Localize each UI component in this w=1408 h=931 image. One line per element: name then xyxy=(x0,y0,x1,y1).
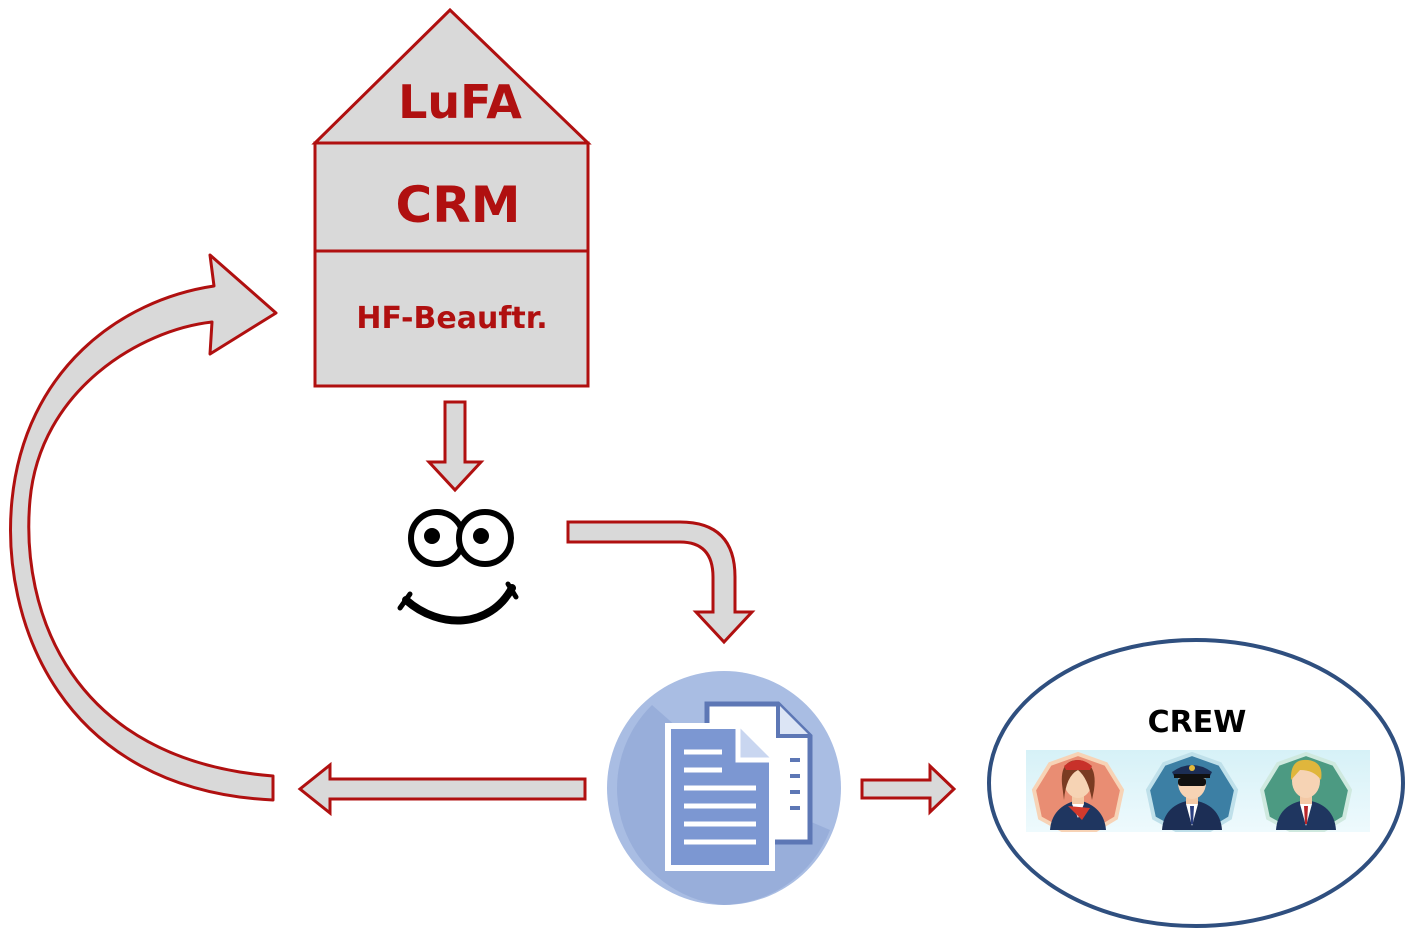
house-base-floor xyxy=(313,249,590,388)
documents-icon xyxy=(607,671,841,905)
house-diagram: LuFA CRM HF-Beauftr. xyxy=(311,7,592,388)
flight-attendant-avatar-icon xyxy=(1031,751,1125,832)
house-middle-floor xyxy=(313,141,590,253)
house-base-label: HF-Beauftr. xyxy=(356,301,547,336)
arrow-feedback-loop xyxy=(9,253,278,802)
arrow-documents-to-crew xyxy=(860,762,957,816)
smiley-face-icon xyxy=(397,509,519,625)
crew-group: CREW xyxy=(987,638,1405,928)
house-roof-label: LuFA xyxy=(398,75,522,129)
house-middle-label: CRM xyxy=(396,176,521,234)
arrow-house-to-face xyxy=(425,400,485,493)
pilot-avatar-icon xyxy=(1145,751,1239,832)
crew-label: CREW xyxy=(1148,705,1247,740)
businessman-avatar-icon xyxy=(1259,751,1353,832)
arrow-documents-to-left xyxy=(297,761,587,817)
arrow-face-to-documents xyxy=(566,520,756,645)
